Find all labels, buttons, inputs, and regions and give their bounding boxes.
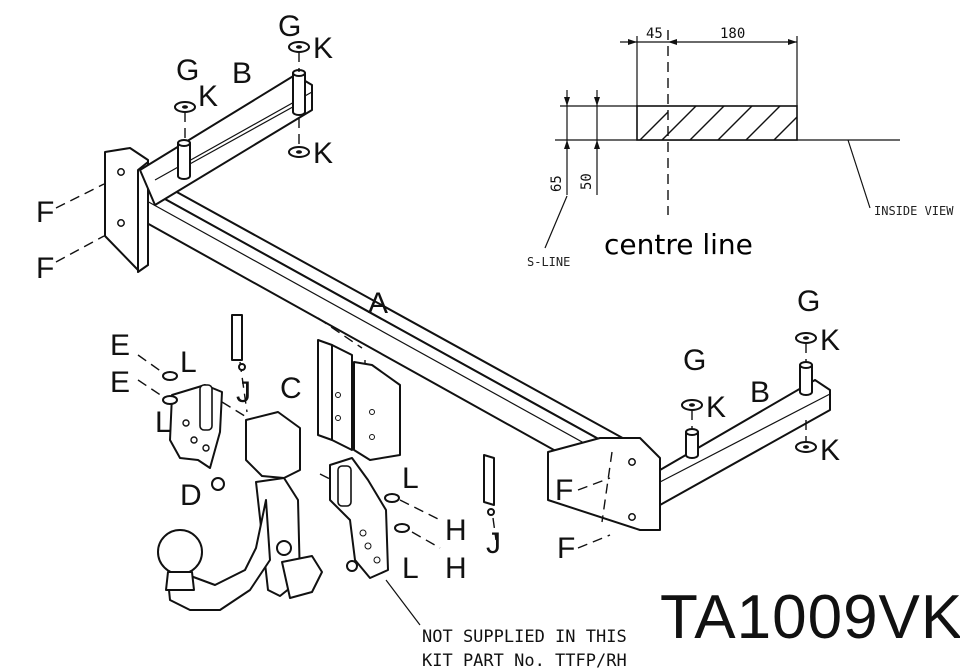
label-h-bottom: H — [445, 552, 467, 585]
model-code: TA1009VK — [660, 583, 960, 652]
label-e-bottom: E — [110, 366, 130, 399]
label-f-right-bottom: F — [557, 532, 575, 565]
s-line-label: S-LINE — [527, 255, 570, 269]
label-k-2: K — [313, 32, 333, 65]
bracket-d — [137, 354, 249, 491]
label-g-right: G — [683, 344, 706, 377]
label-f-left-bottom: F — [36, 252, 54, 285]
label-k-5: K — [820, 324, 840, 357]
label-leaders — [55, 183, 611, 549]
dim-65: 65 — [549, 175, 565, 192]
label-b-left: B — [232, 57, 252, 90]
section-view: 45 180 65 50 S-LINE INSIDE VIEW centre l… — [527, 26, 954, 269]
note-line-2: KIT PART No. TTFP/RH — [422, 651, 627, 671]
label-k-4: K — [706, 391, 726, 424]
inside-view-label: INSIDE VIEW — [874, 204, 954, 218]
label-j-left: J — [236, 376, 251, 409]
label-h-top: H — [445, 514, 467, 547]
dim-50: 50 — [579, 173, 595, 190]
label-g-top: G — [278, 10, 301, 43]
hatched-profile — [636, 105, 798, 141]
label-e-top: E — [110, 329, 130, 362]
label-l-3: L — [402, 462, 419, 495]
label-j-right: J — [486, 527, 501, 560]
side-arm-right — [659, 332, 831, 506]
part-labels: A B B C D E E F F F F G G G G H H J J K … — [36, 10, 840, 585]
label-a: A — [368, 287, 388, 320]
towball — [157, 529, 203, 575]
label-c: C — [280, 372, 302, 405]
towball-neck — [157, 411, 323, 611]
label-d: D — [180, 479, 202, 512]
label-k-1: K — [198, 80, 218, 113]
label-l-2: L — [155, 406, 172, 439]
label-k-6: K — [820, 434, 840, 467]
label-f-left-top: F — [36, 196, 54, 229]
label-l-4: L — [402, 552, 419, 585]
label-g-far-right: G — [797, 285, 820, 318]
dim-180: 180 — [720, 26, 745, 42]
centre-line-label: centre line — [604, 228, 753, 261]
not-supplied-note: NOT SUPPLIED IN THIS KIT PART No. TTFP/R… — [422, 627, 627, 671]
bracket-right — [319, 457, 441, 626]
label-b-right: B — [750, 376, 770, 409]
label-g-left: G — [176, 54, 199, 87]
label-l-1: L — [180, 346, 197, 379]
side-arm-left — [139, 41, 313, 206]
dim-45: 45 — [646, 26, 663, 42]
note-line-1: NOT SUPPLIED IN THIS — [422, 627, 627, 647]
centre-drop-plates — [231, 314, 497, 541]
label-f-right-top: F — [555, 474, 573, 507]
label-k-3: K — [313, 137, 333, 170]
side-plate-left — [104, 147, 149, 273]
